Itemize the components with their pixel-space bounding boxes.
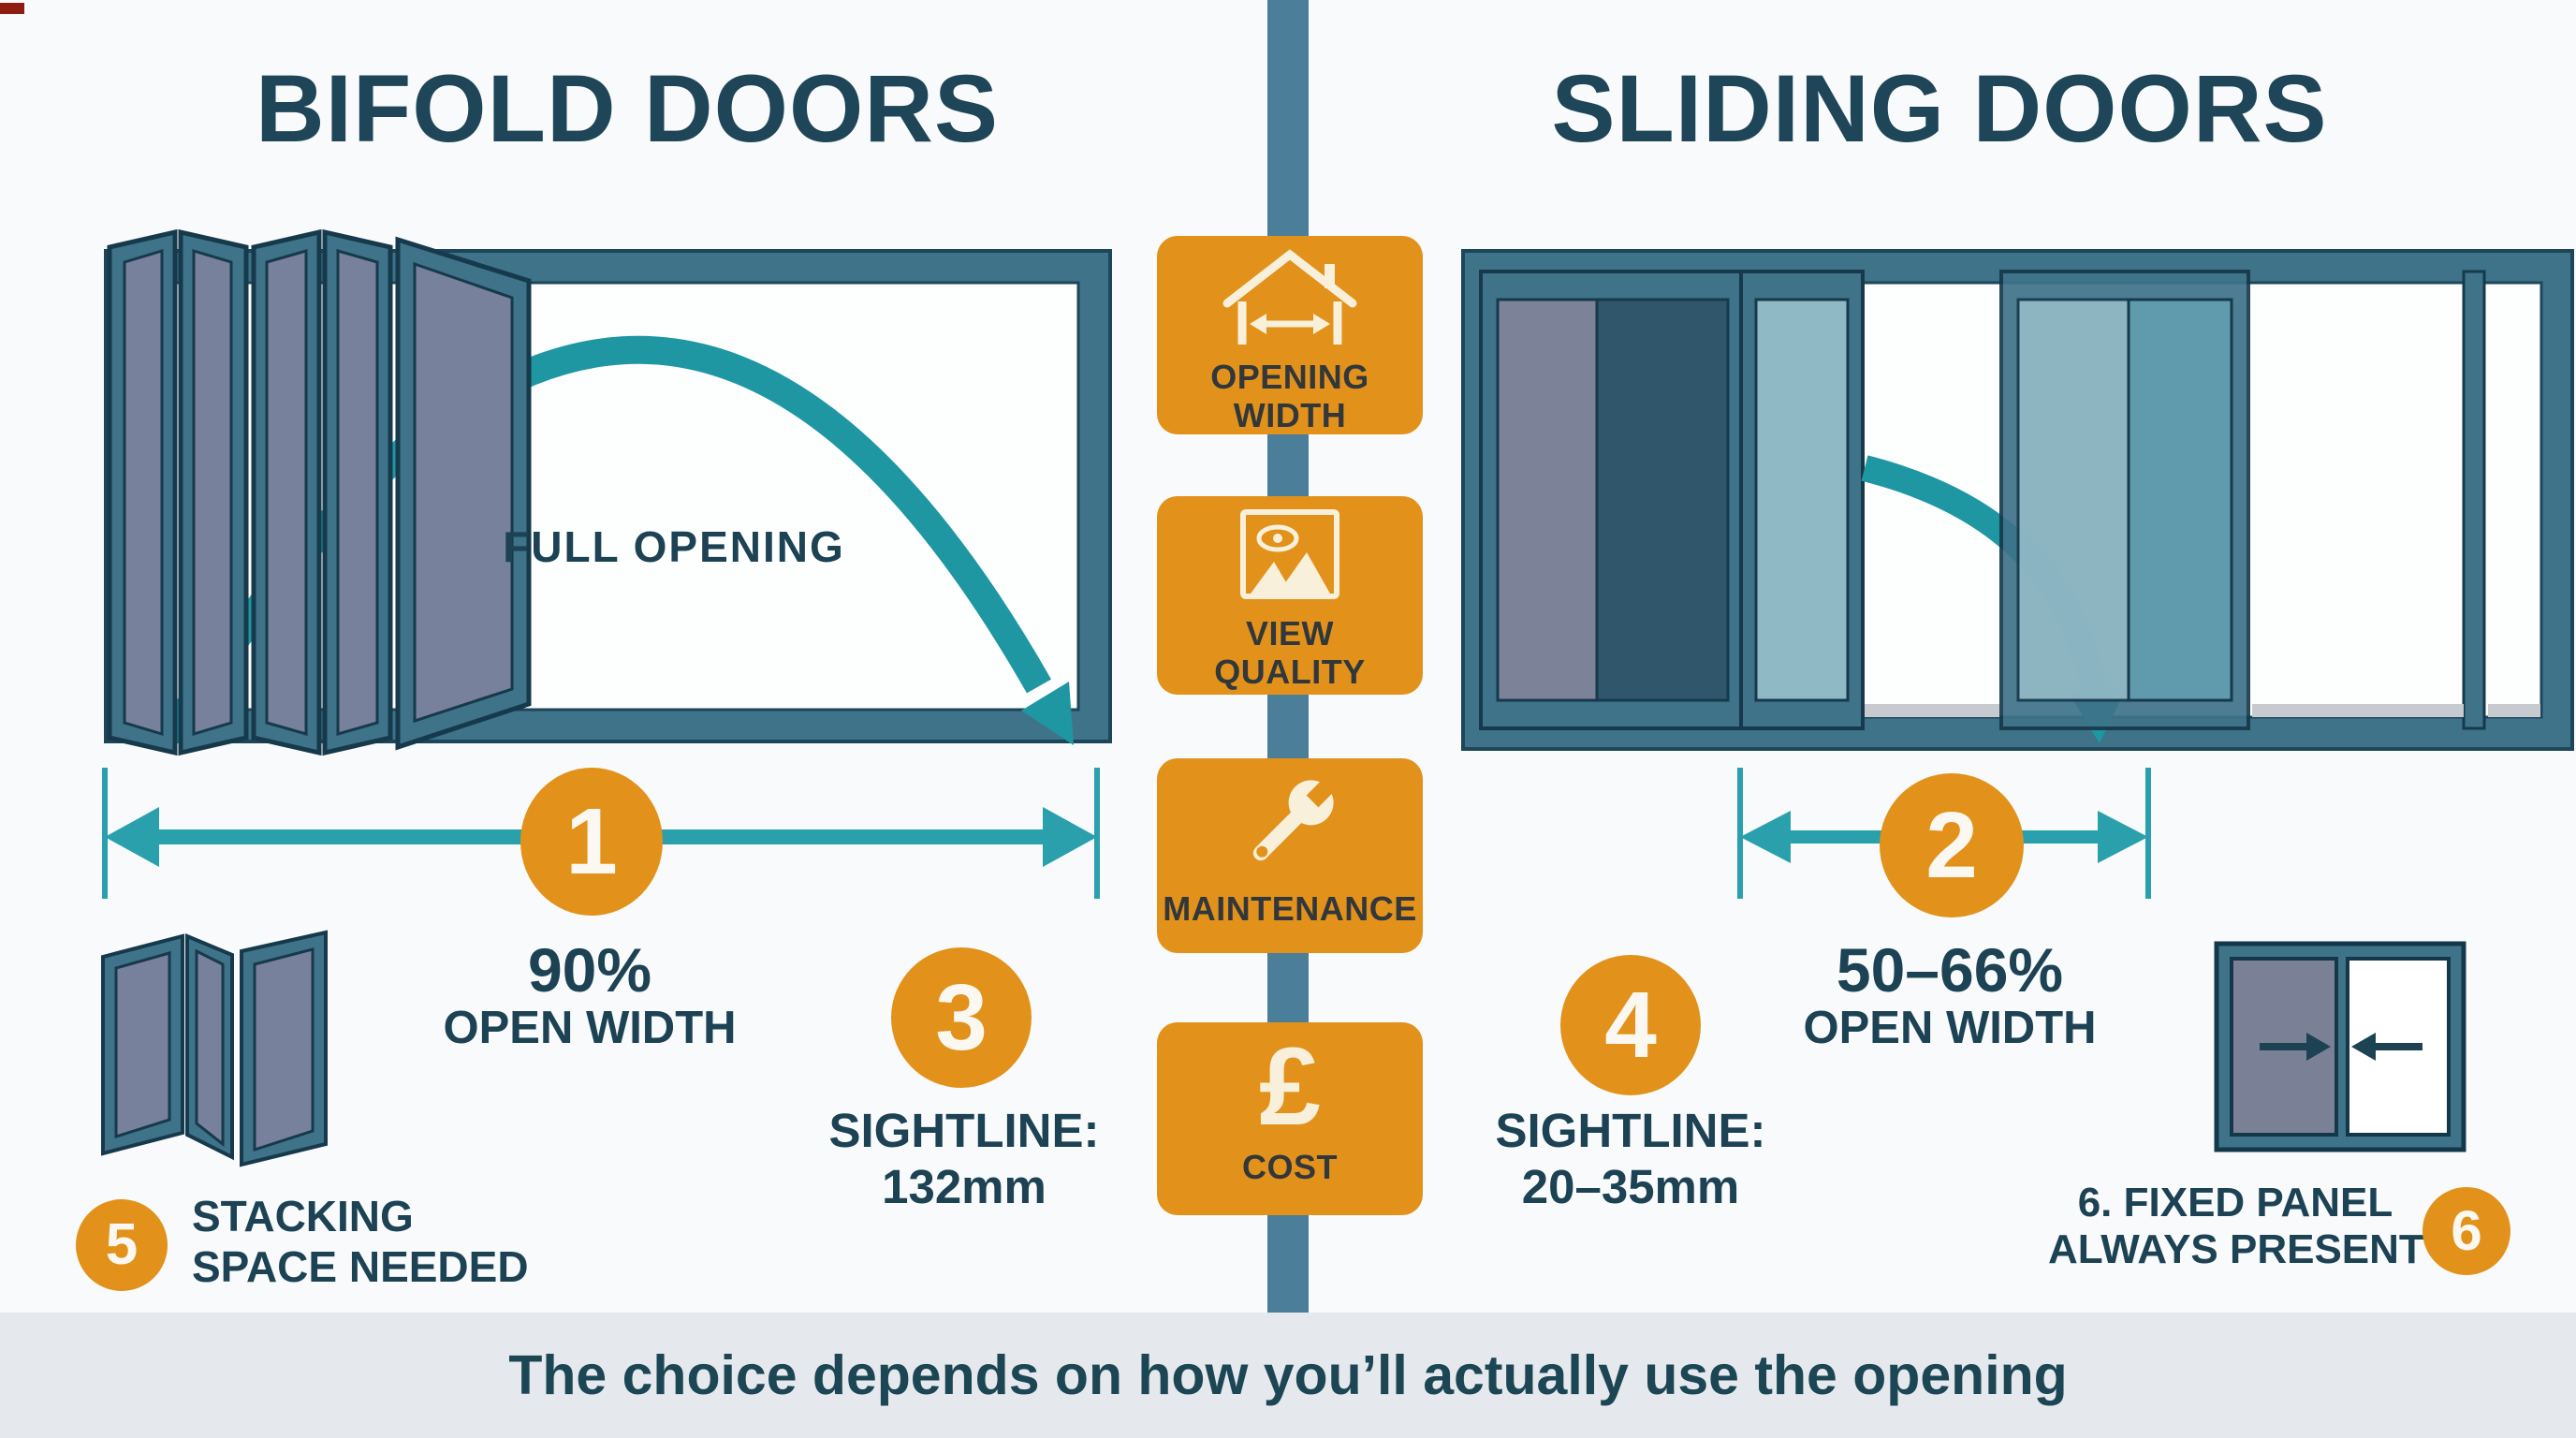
sliding-open-percent: 50–66% bbox=[1836, 935, 2064, 1005]
bifold-sightline-title: SIGHTLINE: bbox=[828, 1104, 1100, 1157]
number-circle-6: 6 bbox=[2422, 1187, 2510, 1275]
bifold-door-diagram: FULL OPENING bbox=[104, 228, 1112, 756]
sliding-door-diagram bbox=[1461, 249, 2574, 751]
badge-opening-width: OPENING WIDTH bbox=[1157, 236, 1423, 434]
number-circle-2: 2 bbox=[1880, 773, 2024, 917]
bifold-open-width-label: OPEN WIDTH bbox=[443, 1003, 737, 1053]
sliding-sightline-title: SIGHTLINE: bbox=[1495, 1104, 1766, 1157]
stacking-doors-icon bbox=[101, 930, 328, 1167]
badge-opening-width-line1: OPENING bbox=[1210, 357, 1369, 396]
fixed-panel-line2: ALWAYS PRESENT bbox=[2048, 1226, 2424, 1272]
badge-maintenance: MAINTENANCE bbox=[1157, 758, 1423, 953]
stacking-label-line2: SPACE NEEDED bbox=[192, 1242, 529, 1291]
caption-text: The choice depends on how you’ll actuall… bbox=[508, 1344, 2068, 1406]
fixed-panel-line1: 6. FIXED PANEL bbox=[2077, 1180, 2393, 1225]
full-opening-label: FULL OPENING bbox=[503, 522, 845, 571]
badge-cost-line1: COST bbox=[1241, 1148, 1338, 1186]
bifold-folded-panels bbox=[107, 228, 532, 756]
corner-mark bbox=[0, 3, 24, 14]
pound-icon: £ bbox=[1259, 1025, 1321, 1149]
badge-maintenance-line1: MAINTENANCE bbox=[1163, 889, 1417, 928]
bifold-swing-arrowhead bbox=[1021, 682, 1074, 745]
sliding-sightline-value: 20–35mm bbox=[1521, 1160, 1740, 1213]
badge-opening-width-line2: WIDTH bbox=[1233, 395, 1347, 434]
badge-view-quality-line1: VIEW bbox=[1245, 614, 1334, 653]
number-circle-1: 1 bbox=[520, 768, 663, 916]
sliding-open-width-label: OPEN WIDTH bbox=[1803, 1003, 2097, 1053]
bifold-open-percent: 90% bbox=[527, 935, 652, 1005]
sliding-track-left bbox=[1865, 704, 1999, 717]
bifold-sightline-value: 132mm bbox=[882, 1160, 1046, 1213]
number-circle-5: 5 bbox=[76, 1199, 168, 1291]
caption-bar: The choice depends on how you’ll actuall… bbox=[0, 1313, 2576, 1438]
sliding-title: SLIDING DOORS bbox=[1551, 55, 2328, 162]
wrench-icon bbox=[1252, 776, 1338, 861]
sliding-track-end bbox=[2488, 704, 2540, 717]
sliding-right-mullion bbox=[2462, 270, 2486, 730]
number-circle-3: 3 bbox=[891, 947, 1032, 1088]
sliding-track-right bbox=[2252, 704, 2464, 717]
picture-view-icon bbox=[1240, 509, 1339, 599]
bifold-title: BIFOLD DOORS bbox=[256, 55, 999, 162]
badge-view-quality-line2: QUALITY bbox=[1214, 653, 1366, 692]
number-circle-4: 4 bbox=[1560, 955, 1701, 1095]
fixed-panel-icon bbox=[2214, 941, 2466, 1152]
badge-view-quality: VIEW QUALITY bbox=[1157, 496, 1423, 695]
stacking-label-line1: STACKING bbox=[192, 1192, 414, 1240]
house-width-icon bbox=[1222, 249, 1357, 345]
badge-cost: £ COST bbox=[1157, 1022, 1423, 1215]
